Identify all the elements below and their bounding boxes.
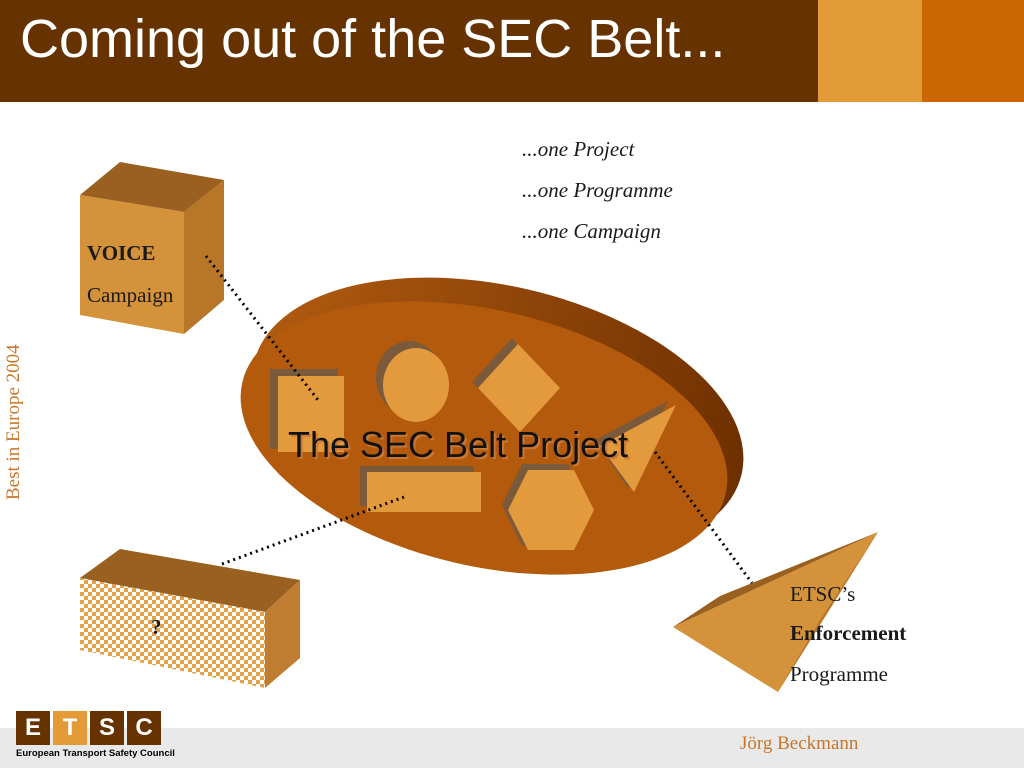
rectangle-shape — [360, 466, 481, 512]
hexagon-shape — [502, 464, 594, 550]
voice-label: VOICE — [87, 241, 156, 265]
programme-label: Programme — [790, 662, 888, 686]
logo-letter-t: T — [53, 711, 87, 745]
tagline-campaign: ...one Campaign — [522, 219, 661, 243]
campaign-label: Campaign — [87, 283, 174, 307]
square-shape — [270, 369, 344, 452]
connector-lines — [204, 255, 754, 584]
slide-title: Coming out of the SEC Belt... — [20, 9, 726, 69]
enforcement-label: Enforcement — [790, 621, 907, 645]
logo-subtitle: European Transport Safety Council — [16, 748, 175, 759]
belt-project-label: The SEC Belt Project — [288, 424, 629, 465]
diamond-shape — [472, 338, 560, 432]
tagline-programme: ...one Programme — [522, 178, 673, 202]
unknown-label: ? — [151, 615, 162, 639]
header-accent-block-dark — [922, 0, 1024, 102]
circle-shape — [376, 341, 449, 422]
logo-letter-s: S — [90, 711, 124, 745]
header-accent-block-light — [818, 0, 922, 102]
tagline-project: ...one Project — [522, 137, 635, 161]
enforcement-pyramid — [673, 532, 878, 692]
connector-unknown — [221, 495, 405, 566]
footer-bar — [0, 728, 1024, 768]
etsc-label: ETSC’s — [790, 582, 856, 606]
voice-cube — [80, 162, 224, 334]
triangle-shape — [595, 401, 676, 492]
logo-letter-c: C — [127, 711, 161, 745]
etsc-logo: E T S C European Transport Safety Counci… — [16, 711, 175, 761]
unknown-box — [80, 549, 300, 688]
connector-voice — [204, 255, 320, 401]
author-name: Jörg Beckmann — [740, 733, 859, 754]
logo-letter-e: E — [16, 711, 50, 745]
